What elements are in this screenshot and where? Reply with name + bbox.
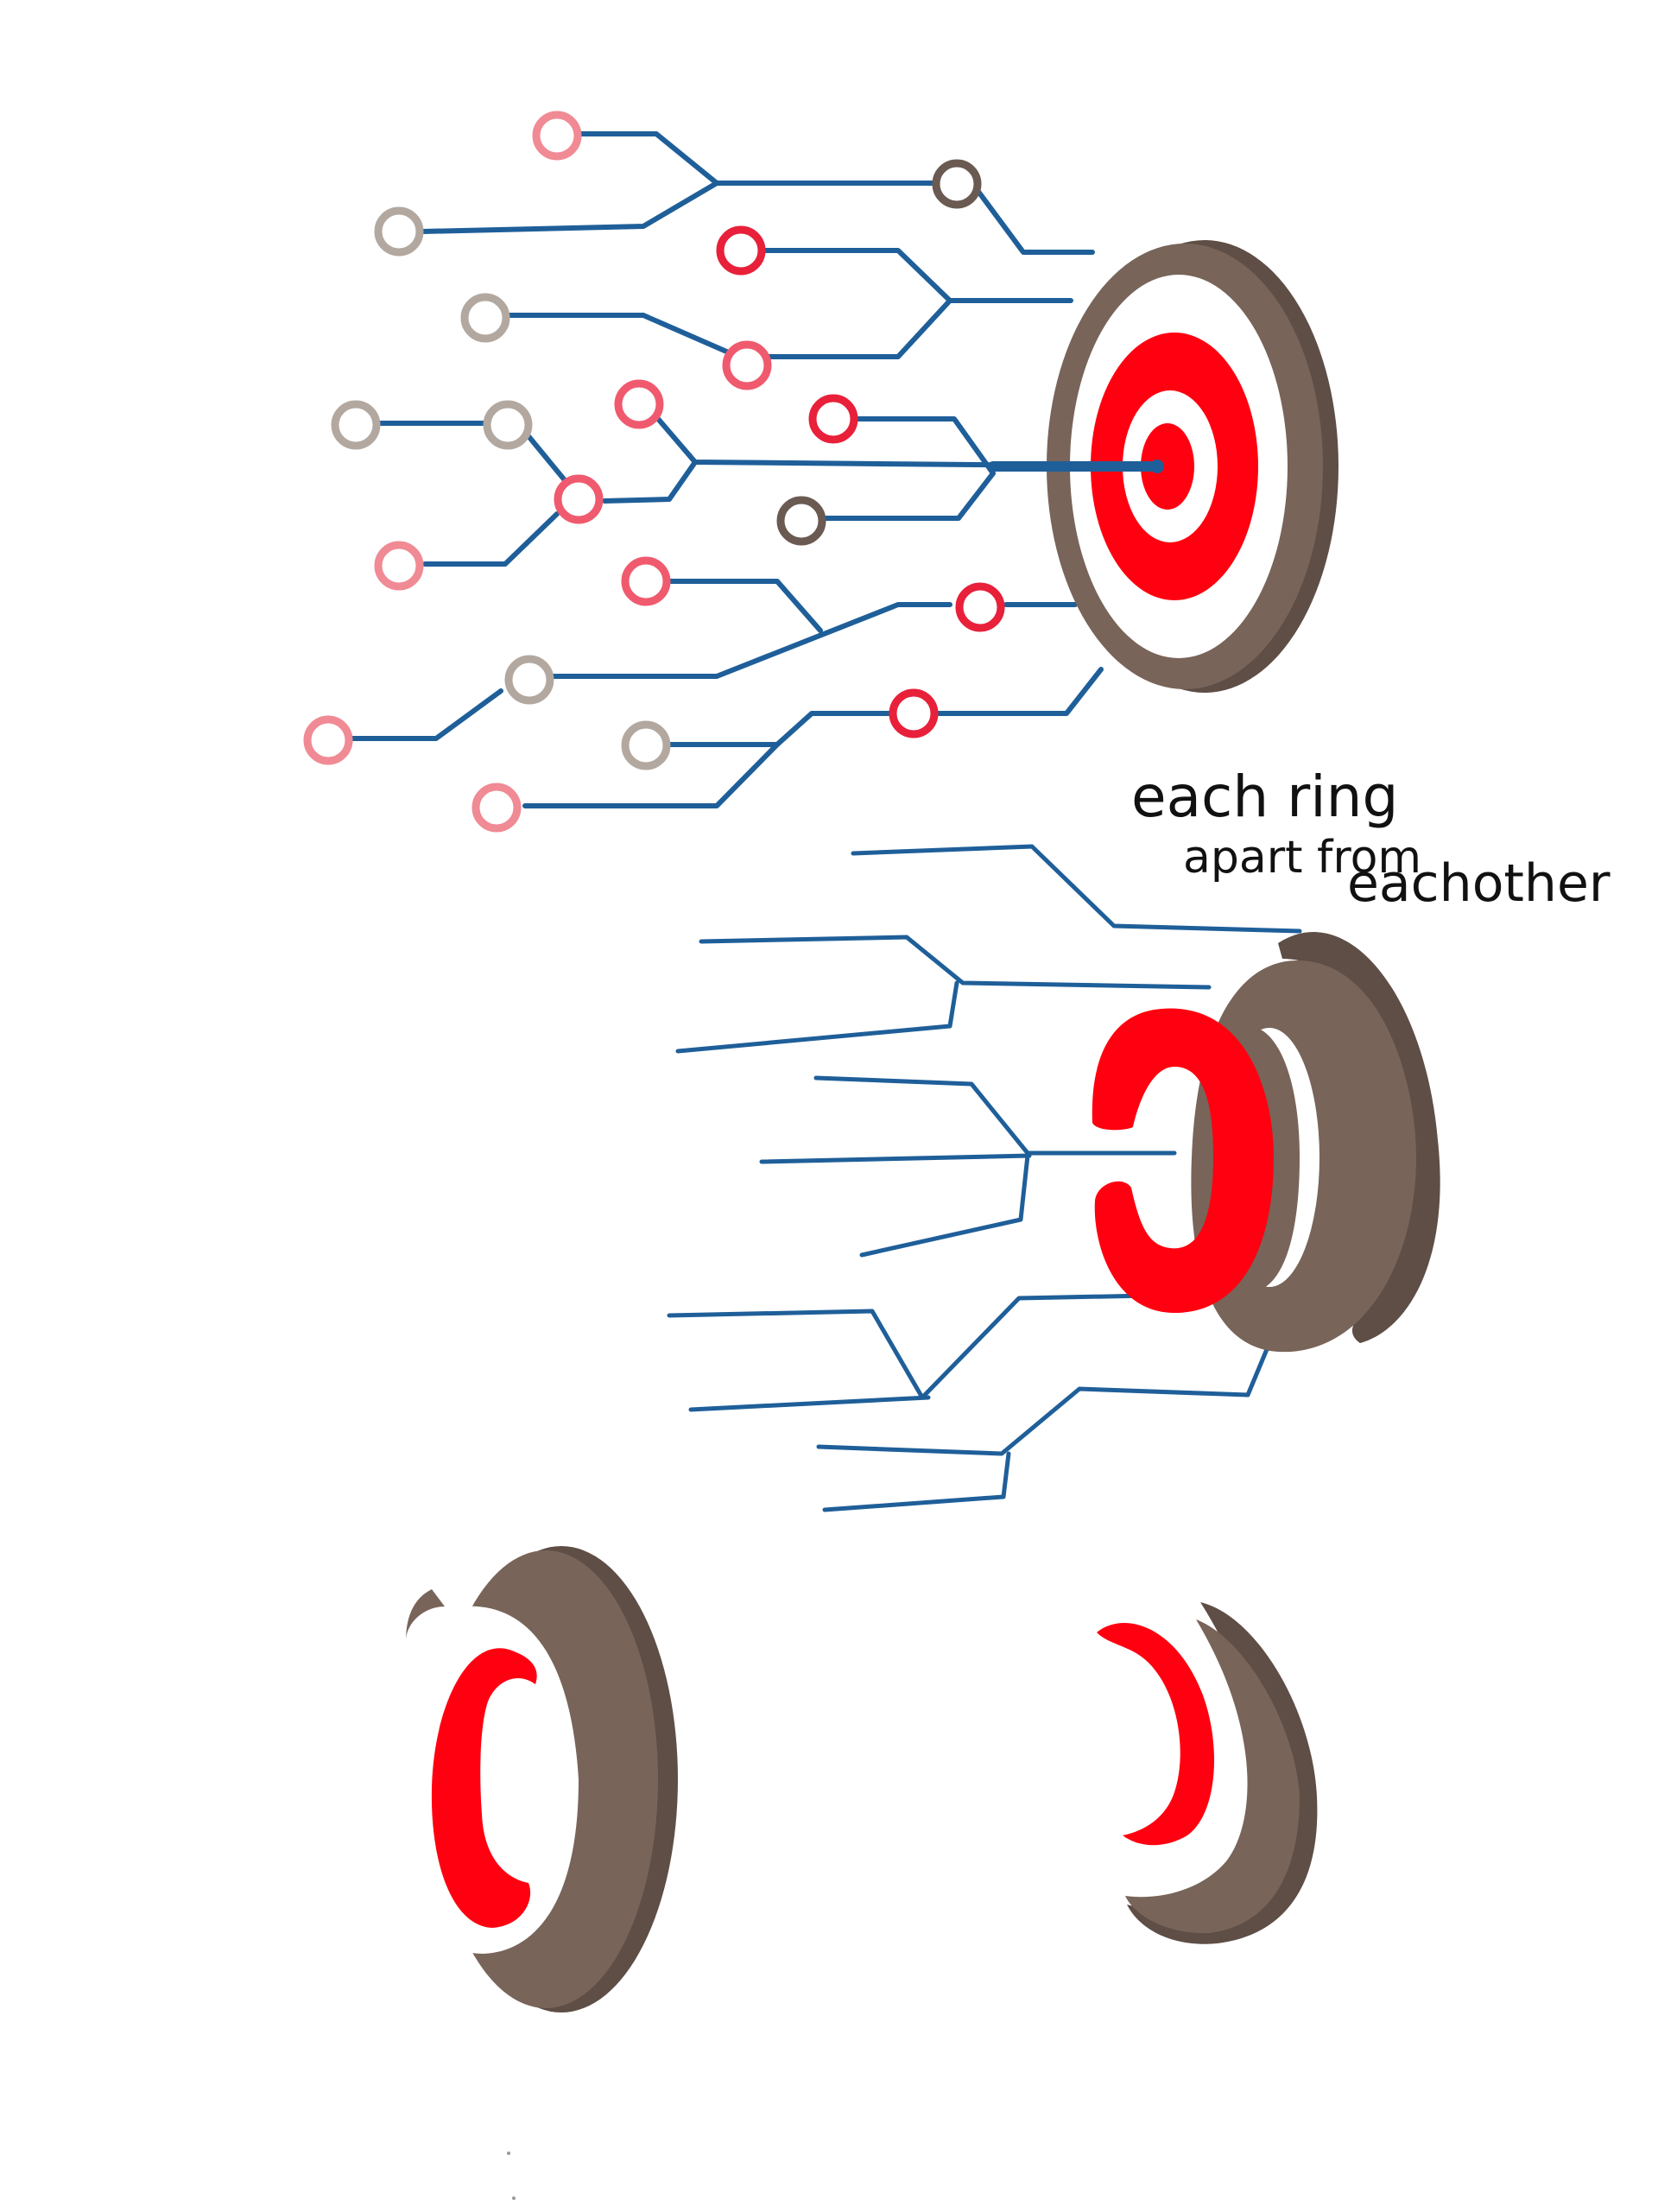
node-red: [955, 582, 1005, 632]
target-board-top: [988, 240, 1338, 693]
node-grey: [483, 400, 533, 450]
node-grey: [374, 206, 424, 257]
node-pink: [532, 111, 582, 161]
stray-mark: [512, 2196, 516, 2200]
node-red: [808, 394, 858, 444]
target-piece-left: [406, 1546, 678, 2012]
node-red: [889, 688, 939, 738]
sketch-lines-middle: [667, 844, 1302, 1512]
node-rose: [614, 379, 664, 429]
exploded-rings: [1092, 932, 1440, 1353]
annotation-line-1: each ring: [1131, 764, 1398, 830]
node-grey: [460, 293, 510, 343]
node-pink: [471, 783, 522, 833]
node-grey: [621, 720, 671, 770]
node-rose: [722, 340, 772, 390]
node-red: [716, 225, 766, 276]
node-rose: [621, 556, 671, 606]
stray-mark: [507, 2152, 510, 2155]
node-pink: [303, 715, 353, 765]
target-piece-right: [1097, 1602, 1318, 1944]
node-pink: [374, 541, 424, 591]
annotation-text: each ring apart from eachother: [1131, 764, 1611, 914]
node-grey: [331, 400, 381, 450]
node-rose: [554, 474, 604, 524]
node-dark: [932, 159, 982, 209]
circuit-nodes: [303, 111, 1005, 833]
annotation-line-3: eachother: [1347, 853, 1611, 914]
annotation-line-2: apart from: [1183, 832, 1421, 884]
node-grey: [504, 655, 554, 705]
node-dark: [776, 496, 826, 546]
